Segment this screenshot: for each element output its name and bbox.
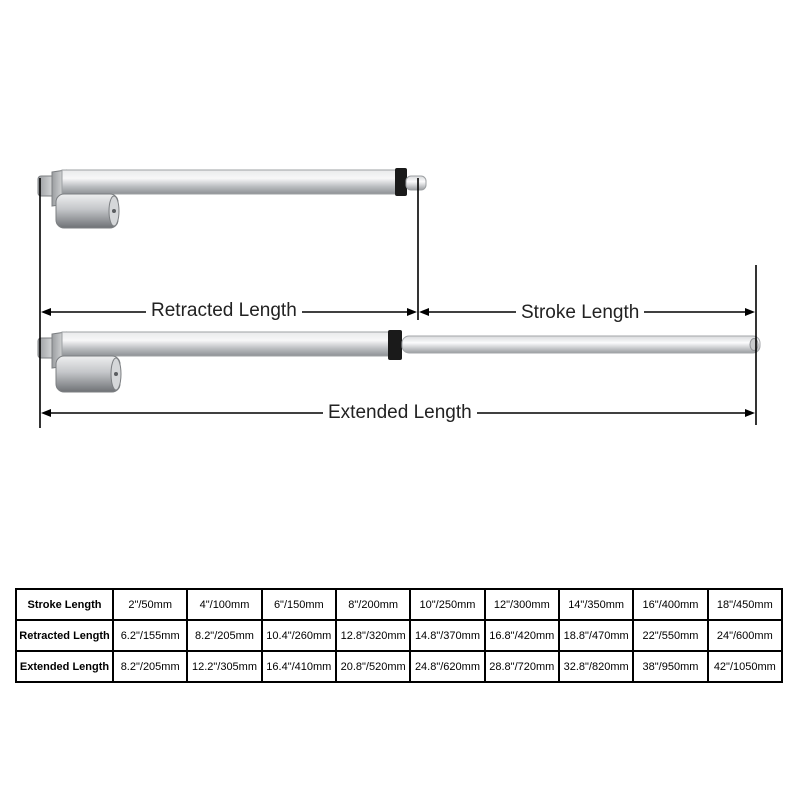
arrowhead-extended-left — [41, 409, 51, 417]
table-cell: 8.2"/205mm — [186, 619, 263, 652]
outer-tube-retracted — [61, 169, 399, 195]
table-cell: 38"/950mm — [632, 650, 709, 683]
table-cell: 8"/200mm — [334, 588, 412, 621]
table-cell: 16"/400mm — [632, 588, 709, 621]
motor-screw-extended — [114, 372, 118, 376]
arrowheads — [41, 308, 755, 417]
table-cell: 18.8"/470mm — [557, 619, 635, 652]
extended-actuator — [37, 330, 761, 393]
arrowhead-extended-right — [745, 409, 755, 417]
table-cell: 32.8"/820mm — [557, 650, 635, 683]
table-cell: 42"/1050mm — [706, 650, 784, 683]
outer-tube-extended — [61, 331, 391, 357]
table-cell: 12"/300mm — [483, 588, 560, 621]
row-header: Stroke Length — [15, 588, 114, 621]
table-cell: 6.2"/155mm — [111, 619, 189, 652]
actuator-drawing — [37, 168, 761, 428]
table-cell: 16.4"/410mm — [260, 650, 337, 683]
table-cell: 2"/50mm — [111, 588, 189, 621]
table-cell: 18"/450mm — [706, 588, 784, 621]
actuator-diagram: Retracted Length Stroke Length Extended … — [37, 168, 761, 428]
extended-rod — [401, 335, 761, 354]
retracted-length-label: Retracted Length — [146, 300, 302, 322]
table-cell: 12.2"/305mm — [186, 650, 263, 683]
table-cell: 12.8"/320mm — [334, 619, 412, 652]
table-cell: 28.8"/720mm — [483, 650, 560, 683]
table-cell: 8.2"/205mm — [111, 650, 189, 683]
row-header: Extended Length — [15, 650, 114, 683]
arrowhead-retracted-right — [407, 308, 417, 316]
table-cell: 14"/350mm — [557, 588, 635, 621]
table-cell: 20.8"/520mm — [334, 650, 412, 683]
table-cell: 22"/550mm — [632, 619, 709, 652]
motor-screw-retracted — [112, 209, 116, 213]
table-cell: 16.8"/420mm — [483, 619, 560, 652]
table-cell: 24"/600mm — [706, 619, 784, 652]
collar-retracted — [395, 168, 407, 196]
row-header: Retracted Length — [15, 619, 114, 652]
arrowhead-retracted-left — [41, 308, 51, 316]
table-cell: 4"/100mm — [186, 588, 263, 621]
table-cell: 10.4"/260mm — [260, 619, 337, 652]
extended-length-label: Extended Length — [323, 402, 477, 424]
motor-extended — [55, 355, 121, 393]
table-cell: 6"/150mm — [260, 588, 337, 621]
collar-extended — [388, 330, 402, 360]
table-cell: 14.8"/370mm — [409, 619, 486, 652]
table-cell: 10"/250mm — [409, 588, 486, 621]
retracted-actuator — [37, 168, 427, 229]
table-cell: 24.8"/620mm — [409, 650, 486, 683]
stroke-length-label: Stroke Length — [516, 302, 645, 324]
arrowhead-stroke-right — [745, 308, 755, 316]
rod-tip-retracted — [405, 175, 427, 191]
arrowhead-stroke-left — [419, 308, 429, 316]
